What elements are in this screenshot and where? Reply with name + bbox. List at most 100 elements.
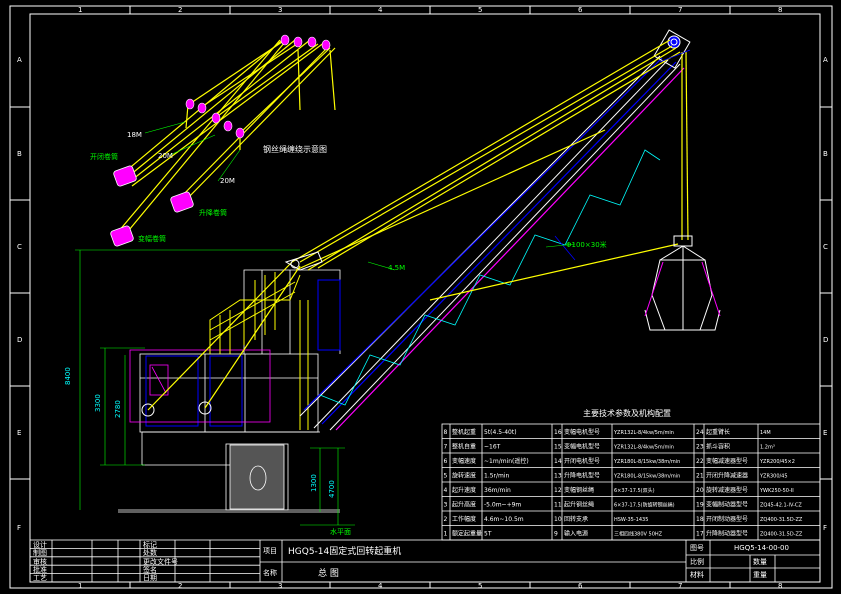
- param-cell: 开闭电机型号: [564, 457, 600, 465]
- param-cell: 起重臂长: [706, 428, 730, 436]
- reeving-mark: 20M: [158, 152, 173, 160]
- col-label: 6: [578, 582, 583, 590]
- param-cell: 5: [444, 473, 448, 480]
- param-cell: 变幅减速器型号: [706, 457, 748, 465]
- drum-icon: [110, 225, 134, 247]
- param-cell: 整机自重: [452, 443, 476, 451]
- col-label: 4: [378, 582, 383, 590]
- param-cell: 整机起重: [452, 428, 476, 436]
- param-cell: 7: [444, 444, 448, 451]
- title-block-label: 工艺: [33, 574, 47, 582]
- param-cell: ~1m/min(遥控): [484, 457, 529, 465]
- param-cell: 变幅速度: [452, 457, 476, 465]
- param-cell: 旋转减速器型号: [706, 486, 748, 494]
- reeving-diagram: 18M 20M 20M 钢丝绳缠绕示意图 开闭卷筒 升降卷筒 变幅卷筒: [90, 34, 336, 247]
- param-cell: 11: [554, 502, 562, 509]
- row-label: D: [823, 336, 828, 344]
- param-cell: 14: [554, 458, 562, 465]
- drum-icons: [110, 165, 194, 247]
- param-cell: 2: [444, 516, 448, 523]
- dim-label: 1300: [310, 474, 318, 492]
- col-label: 3: [278, 6, 282, 14]
- dim-label: 2780: [114, 400, 122, 418]
- project-label: 项目: [263, 547, 277, 555]
- dim-overall-height: 8400: [64, 367, 72, 385]
- param-cell: 36m/min: [484, 487, 511, 494]
- param-cell: 20: [696, 487, 704, 494]
- title-block-label: 签名: [143, 565, 157, 574]
- param-cell: 12: [554, 487, 562, 494]
- col-label: 7: [678, 582, 682, 590]
- param-cell: 起升钢丝绳: [564, 501, 594, 509]
- param-cell: 1: [444, 531, 448, 538]
- param-cell: 1.5r/min: [484, 473, 510, 480]
- param-cell: 22: [696, 458, 704, 465]
- drum-label: 升降卷筒: [199, 208, 227, 217]
- col-label: 2: [178, 6, 182, 14]
- param-cell: 15: [554, 444, 562, 451]
- param-cell: 6: [444, 458, 448, 465]
- param-cell: 变幅钢丝绳: [564, 486, 594, 494]
- project-name: HGQ5-14固定式回转起重机: [288, 545, 401, 557]
- title-block-label: 设计: [33, 540, 47, 549]
- param-cell: HSW-35-1435: [614, 517, 648, 523]
- param-cell: 回转支承: [564, 515, 588, 523]
- title-block-label: 批准: [33, 565, 47, 574]
- param-cell: ~16T: [484, 444, 501, 451]
- col-label: 4: [378, 6, 383, 14]
- sheet-label: 数量: [753, 557, 767, 566]
- param-cell: 变幅电机型号: [564, 428, 600, 436]
- row-label: D: [17, 336, 22, 344]
- param-cell: YZR180L-8/15kw/38m/min: [613, 459, 680, 465]
- dimensions: [75, 249, 355, 526]
- param-cell: 变幅制动器型号: [706, 501, 748, 509]
- param-cell: 8: [444, 429, 448, 436]
- param-cell: 升降电机型号: [564, 472, 600, 480]
- param-cell: 起升高度: [452, 501, 476, 509]
- param-cell: 24: [696, 429, 704, 436]
- ground-label: 水平面: [330, 527, 351, 536]
- col-label: 8: [778, 6, 782, 14]
- drum-label: 开闭卷筒: [90, 152, 118, 161]
- param-cell: 10: [554, 516, 562, 523]
- param-cell: 6×37-17.5(双头): [614, 487, 655, 494]
- row-label: B: [823, 150, 828, 158]
- param-cell: 23: [696, 444, 704, 451]
- row-label: C: [823, 243, 828, 251]
- param-cell: 工作幅度: [452, 515, 476, 523]
- param-cell: YZR180L-8/15kw/38m/min: [613, 474, 680, 480]
- row-label: F: [17, 524, 21, 532]
- param-cell: 19: [696, 502, 704, 509]
- row-label: A: [823, 56, 828, 64]
- param-cell: 起升速度: [452, 486, 476, 494]
- params-table-title: 主要技术参数及机构配置: [583, 408, 671, 418]
- param-cell: 4: [444, 487, 448, 494]
- param-cell: 6×37-17.5(防旋转钢丝绳): [614, 502, 675, 509]
- drawing-name: 总 图: [318, 567, 339, 579]
- dim-label: 3300: [94, 394, 102, 412]
- col-label: 6: [578, 6, 583, 14]
- param-cell: 4.6m~10.5m: [484, 516, 524, 523]
- param-cell: 1.2m³: [760, 445, 775, 451]
- title-block-label: 审核: [33, 557, 47, 566]
- col-label: 5: [478, 6, 482, 14]
- drum-icon: [113, 165, 137, 187]
- boom: [299, 55, 681, 431]
- param-cell: YZR200/45×2: [759, 459, 795, 465]
- col-label: 8: [778, 582, 782, 590]
- row-label: C: [17, 243, 22, 251]
- param-cell: 18: [696, 516, 704, 523]
- param-cell: 16: [554, 429, 562, 436]
- param-cell: -5.0m~+9m: [484, 502, 521, 509]
- param-cell: 升降制动器型号: [706, 530, 748, 538]
- param-cell: 旋转速度: [452, 472, 476, 480]
- param-cell: ZQ400-31.5D-ZZ: [760, 517, 803, 523]
- name-label: 名称: [263, 568, 277, 577]
- title-block-label: 制图: [33, 548, 47, 557]
- param-cell: 5T: [484, 531, 492, 538]
- param-cell: 输入电源: [564, 530, 588, 538]
- param-cell: 开闭制动器型号: [706, 515, 748, 523]
- sling-annotation: 4.5M: [388, 264, 405, 272]
- col-label: 1: [78, 582, 82, 590]
